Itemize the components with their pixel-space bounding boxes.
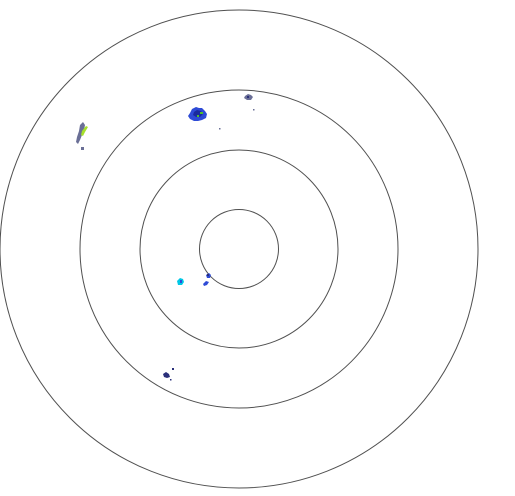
echo-cell bbox=[253, 109, 255, 111]
echo-cell bbox=[247, 96, 249, 98]
echo-cell bbox=[180, 280, 182, 283]
echo-cell bbox=[81, 147, 84, 150]
echo-north-cluster bbox=[188, 107, 221, 130]
echo-blob bbox=[81, 126, 88, 136]
echo-cell bbox=[219, 128, 221, 130]
echo-cell bbox=[170, 379, 172, 381]
range-ring-second bbox=[139, 149, 339, 349]
echo-near-center bbox=[203, 273, 211, 286]
range-ring-inner bbox=[199, 209, 279, 289]
echo-near-center-southwest bbox=[177, 278, 184, 285]
echo-northwest-streak bbox=[76, 122, 88, 150]
echo-cell bbox=[207, 274, 209, 276]
echo-south-small bbox=[163, 368, 174, 381]
echo-cell bbox=[197, 115, 199, 117]
echo-north-small bbox=[244, 94, 255, 111]
echo-blob bbox=[163, 372, 170, 378]
echo-cell bbox=[200, 112, 203, 114]
echo-blob bbox=[76, 122, 85, 144]
range-ring-outer bbox=[0, 9, 479, 489]
echo-blob bbox=[193, 110, 203, 117]
echo-blob bbox=[203, 281, 209, 286]
echo-layer bbox=[76, 94, 255, 381]
echo-cell bbox=[172, 368, 174, 370]
range-rings bbox=[0, 9, 479, 489]
range-ring-third bbox=[79, 89, 399, 409]
